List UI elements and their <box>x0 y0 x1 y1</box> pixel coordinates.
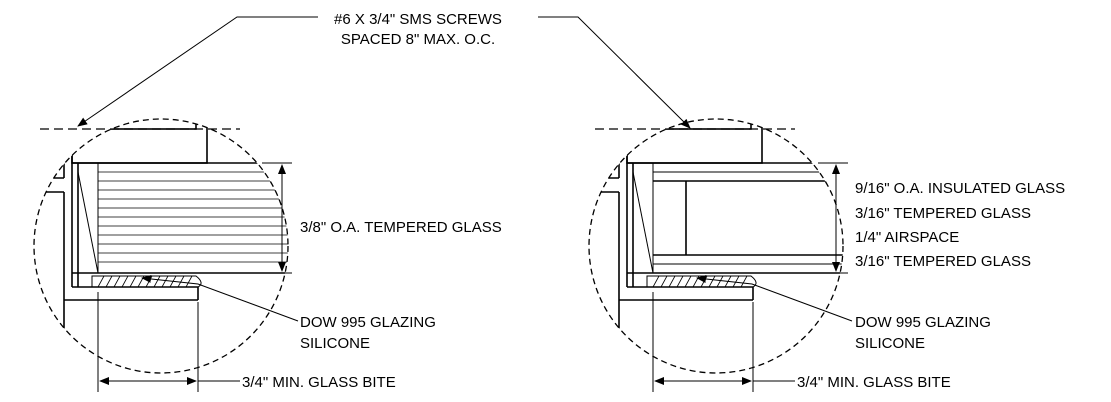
left-silicone-label-line1: DOW 995 GLAZING <box>300 314 436 331</box>
left-silicone-bead <box>91 275 202 288</box>
screw-callout: #6 X 3/4" SMS SCREWS SPACED 8" MAX. O.C. <box>77 11 691 129</box>
right-bite-label: 3/4" MIN. GLASS BITE <box>797 374 951 391</box>
right-glass-label-line1: 9/16" O.A. INSULATED GLASS <box>855 180 1065 197</box>
right-glass-label-line2: 3/16" TEMPERED GLASS <box>855 205 1031 222</box>
right-section-view <box>589 119 843 373</box>
screw-callout-line2: SPACED 8" MAX. O.C. <box>341 31 495 48</box>
left-silicone-leader <box>141 274 299 322</box>
right-silicone-bead <box>646 275 757 288</box>
screw-leader-right <box>538 16 691 129</box>
right-silicone-leader <box>696 274 853 322</box>
left-section-view <box>34 119 288 373</box>
right-glass-label-line3: 1/4" AIRSPACE <box>855 229 959 246</box>
left-detail-circle <box>33 118 289 374</box>
screw-callout-line1: #6 X 3/4" SMS SCREWS <box>334 11 502 28</box>
right-detail-circle <box>588 118 844 374</box>
left-detail: 3/8" O.A. TEMPERED GLASS DOW 995 GLAZING… <box>33 118 502 392</box>
left-silicone-label-line2: SILICONE <box>300 335 370 352</box>
right-glass-label-line4: 3/16" TEMPERED GLASS <box>855 253 1031 270</box>
screw-leader-left <box>77 16 318 127</box>
left-bite-label: 3/4" MIN. GLASS BITE <box>242 374 396 391</box>
right-silicone-label-line2: SILICONE <box>855 335 925 352</box>
right-silicone-label-line1: DOW 995 GLAZING <box>855 314 991 331</box>
right-detail: 9/16" O.A. INSULATED GLASS 3/16" TEMPERE… <box>588 118 1065 392</box>
left-glass-label: 3/8" O.A. TEMPERED GLASS <box>300 219 502 236</box>
